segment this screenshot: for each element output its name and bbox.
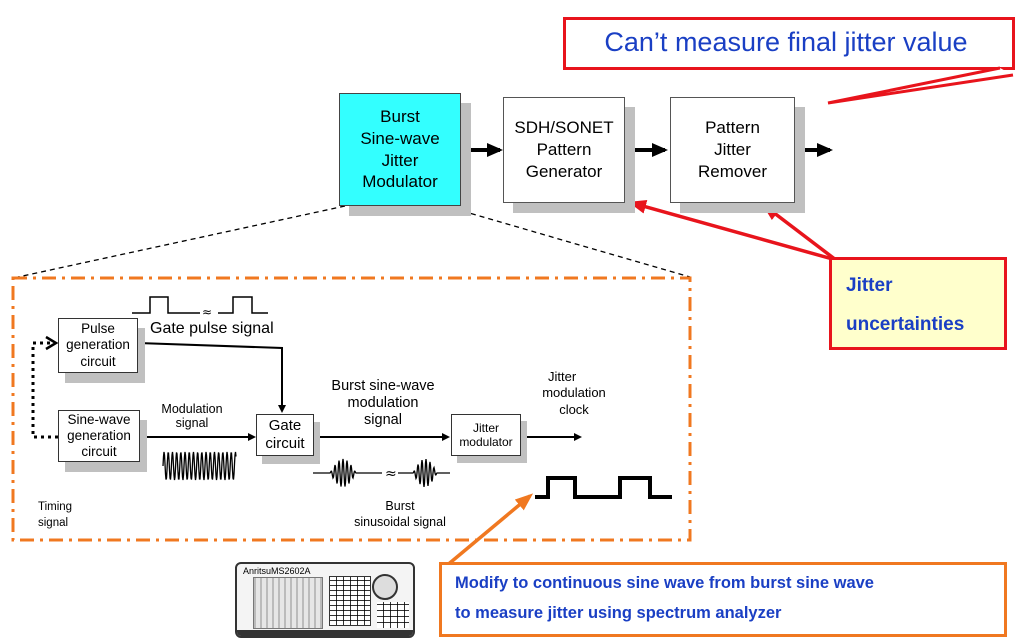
callout-text-top: Can’t measure final jitter value (604, 27, 968, 57)
sinewave-generation-circuit-box: Sine-wave generation circuit (58, 410, 140, 462)
red-arrow-to-generator (628, 200, 837, 262)
jitter-modulator-box: Jitter modulator (451, 414, 521, 456)
pulse-box-line-3: circuit (80, 353, 116, 369)
analyzer-knob (372, 574, 398, 600)
jitter-modulation-clock-label: Jitter modulation clock (534, 369, 614, 418)
detail-frame (11, 276, 692, 542)
analyzer-buttons (377, 602, 409, 628)
pulse-generation-circuit-box: Pulse generation circuit (58, 318, 138, 373)
burst-waveform (313, 458, 450, 487)
timing-dotted-line (31, 341, 58, 439)
analyzer-feet (237, 630, 413, 636)
analyzer-screen (253, 577, 323, 629)
clock-label-line-1: Jitter (548, 369, 577, 384)
clock-label-line-3: clock (559, 401, 589, 417)
modulation-signal-label: Modulation signal (150, 402, 234, 431)
jitter-uncertainties-line1: Jitter (846, 275, 893, 296)
modulation-waveform (162, 451, 237, 481)
callout-tail (827, 66, 1014, 105)
spectrum-analyzer-image: AnritsuMS2602A (235, 562, 415, 638)
svg-text:≈: ≈ (202, 305, 212, 319)
modulation-label-line-2: signal (175, 416, 209, 431)
remover-line-1: Pattern (705, 118, 760, 138)
burst-label-line-3: signal (364, 412, 402, 429)
sdh-sonet-pattern-generator-box: SDH/SONET Pattern Generator (503, 97, 625, 203)
timing-signal-label: Timing signal (38, 500, 72, 531)
line-pulse-to-gate (137, 342, 286, 413)
analyzer-model: MS2602A (271, 566, 311, 576)
analyzer-brand: Anritsu (243, 566, 272, 576)
modulator-line-4: Modulator (362, 172, 438, 192)
jitter-uncertainties-line2: uncertainties (846, 314, 965, 335)
burst-sin-label-line-1: Burst (385, 499, 415, 513)
pulse-box-line-2: generation (66, 337, 130, 353)
sine-box-line-1: Sine-wave (67, 411, 131, 427)
generator-line-3: Generator (525, 161, 603, 181)
gate-pulse-waveform (132, 296, 268, 314)
burst-label-line-1: Burst sine-wave (331, 378, 435, 394)
burst-label-line-2: modulation (347, 395, 419, 412)
gate-box-line-2: circuit (265, 435, 305, 452)
analyzer-keypad (329, 576, 371, 626)
modulator-line-1: Burst (380, 107, 420, 126)
callout-box-top (563, 17, 1015, 70)
pulse-box-line-1: Pulse (81, 321, 115, 337)
bottom-callout-line1: Modify to continuous sine wave from burs… (455, 574, 874, 592)
generator-line-1: SDH/SONET (514, 118, 614, 138)
gate-box-line-1: Gate (268, 417, 302, 434)
orange-arrow-to-clock (443, 493, 534, 569)
remover-line-3: Remover (698, 161, 767, 181)
red-arrow-to-remover (761, 203, 838, 262)
timing-label-line-2: signal (38, 516, 69, 529)
clock-waveform (535, 476, 672, 499)
zoom-line-right (444, 205, 691, 278)
bottom-callout (439, 562, 1007, 637)
jitter-uncertainties-callout (829, 257, 1007, 350)
sine-box-line-2: generation (67, 427, 131, 443)
modulator-line-3: Jitter (381, 150, 419, 170)
bottom-callout-line2: to measure jitter using spectrum analyze… (455, 604, 782, 622)
modulation-label-line-1: Modulation (161, 402, 223, 416)
pattern-jitter-remover-box: Pattern Jitter Remover (670, 97, 795, 203)
timing-label-line-1: Timing (38, 501, 73, 513)
zoom-line-left (17, 205, 346, 278)
sine-box-line-3: circuit (81, 444, 117, 460)
gate-pulse-label: Gate pulse signal (150, 320, 274, 337)
svg-text:≈: ≈ (385, 466, 397, 482)
jmod-box-line-1: Jitter (472, 420, 499, 435)
gate-circuit-box: Gate circuit (256, 414, 314, 456)
clock-label-line-2: modulation (542, 385, 606, 401)
burst-modulation-signal-label: Burst sine-wave modulation signal (318, 378, 448, 429)
analyzer-label: AnritsuMS2602A (243, 566, 311, 576)
jmod-box-line-2: modulator (459, 435, 513, 449)
burst-sinewave-jitter-modulator-box: Burst Sine-wave Jitter Modulator (339, 93, 461, 206)
generator-line-2: Pattern (536, 140, 592, 160)
burst-sin-label-line-2: sinusoidal signal (354, 515, 446, 530)
burst-sinusoidal-label: Burst sinusoidal signal (340, 498, 460, 531)
modulator-line-2: Sine-wave (360, 128, 440, 148)
remover-line-2: Jitter (714, 140, 751, 160)
